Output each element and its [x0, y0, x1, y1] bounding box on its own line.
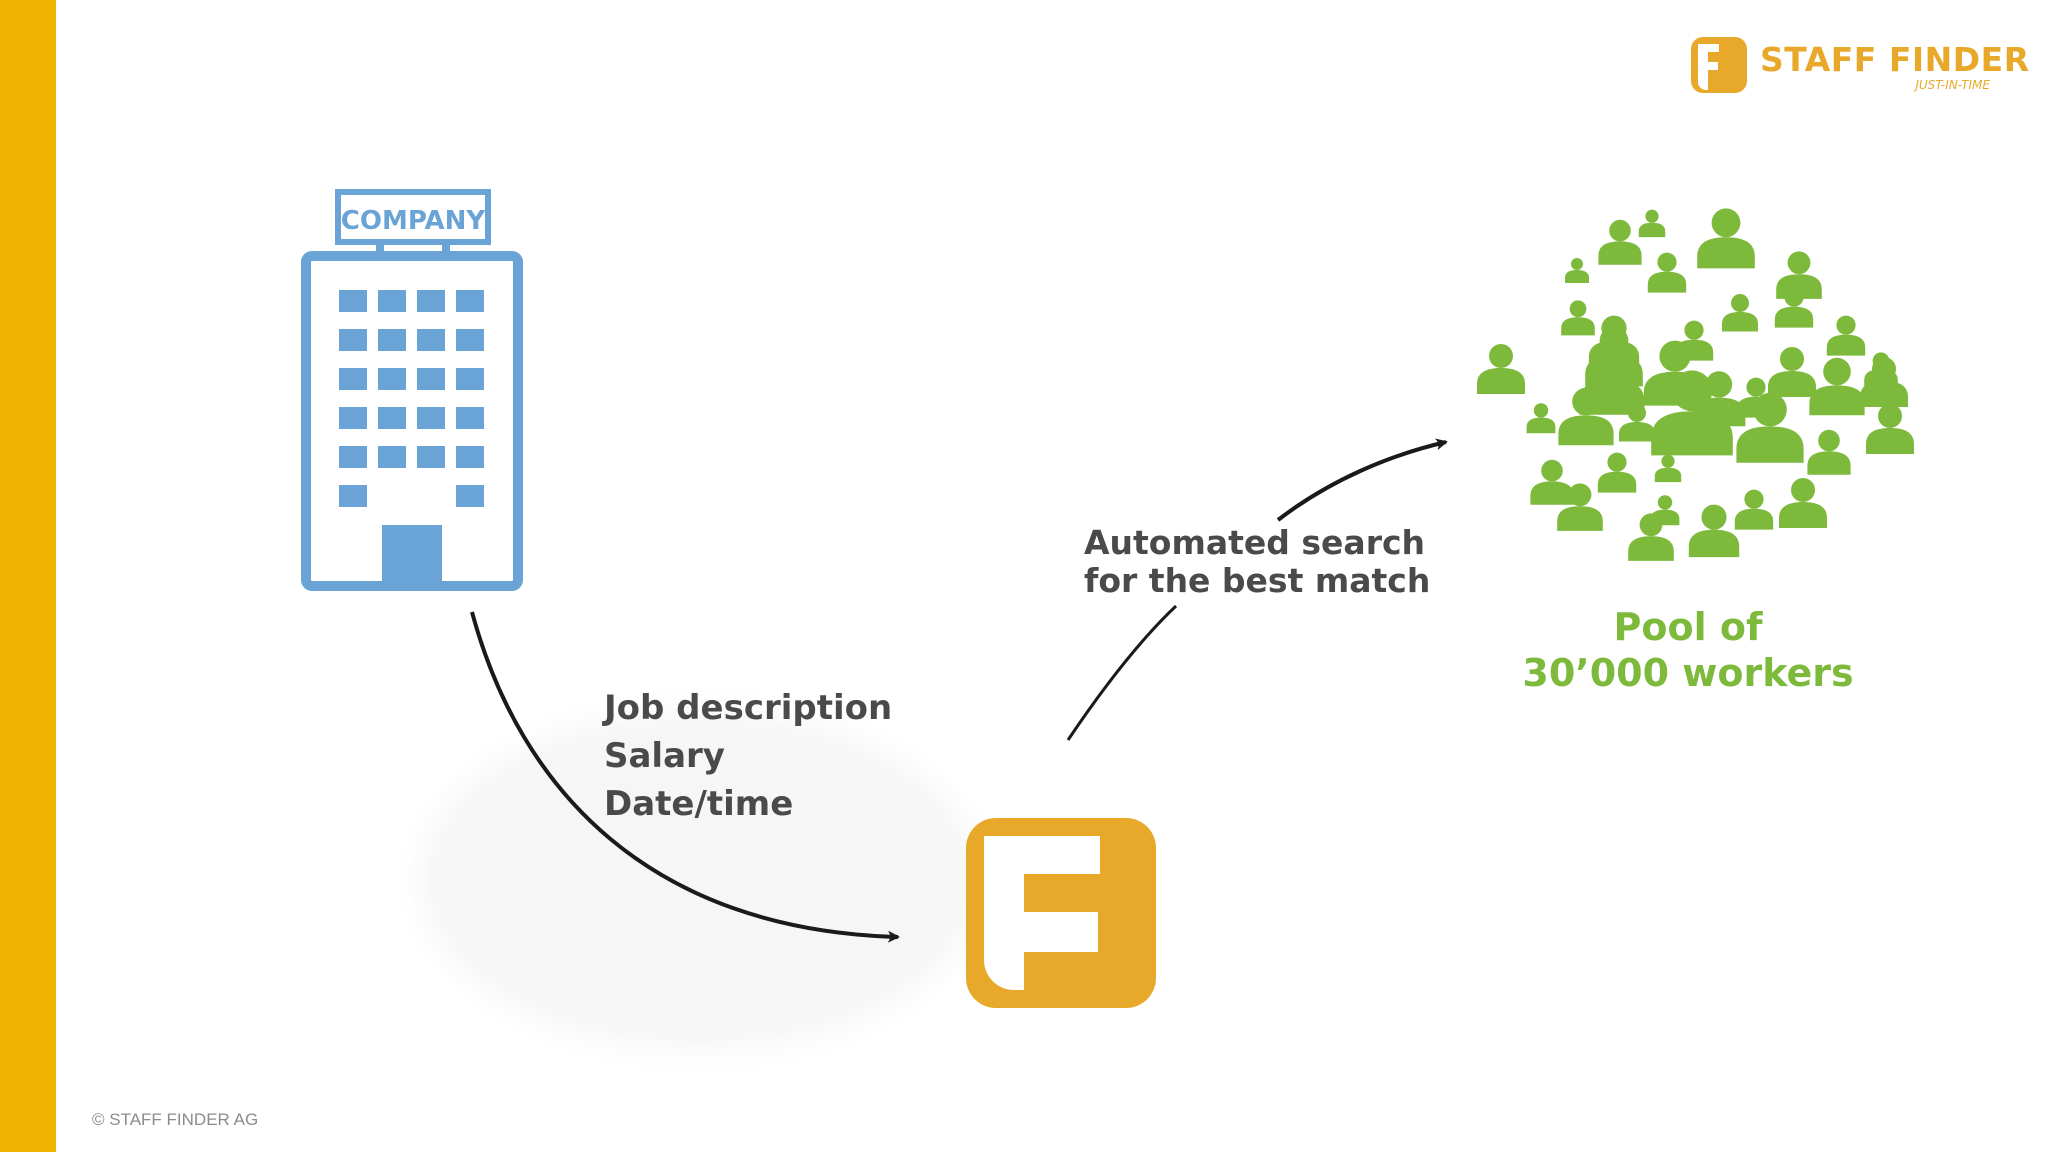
worker-icon — [1779, 478, 1827, 528]
worker-icon — [1768, 347, 1816, 397]
worker-crowd-icon — [1477, 208, 1914, 561]
worker-icon — [1557, 483, 1603, 531]
building-window — [417, 368, 445, 390]
worker-icon — [1807, 429, 1851, 475]
building-window — [456, 446, 484, 468]
flow-arrow-to-platform — [470, 611, 900, 943]
worker-icon — [1866, 404, 1914, 454]
worker-icon — [1688, 504, 1740, 558]
worker-icon — [1558, 387, 1614, 446]
building-window — [456, 329, 484, 351]
worker-icon — [1864, 352, 1898, 388]
building-window — [417, 407, 445, 429]
building-window — [339, 446, 367, 468]
worker-icon — [1638, 209, 1666, 238]
worker-icon — [1561, 300, 1595, 336]
building-window — [378, 290, 406, 312]
job-detail-salary: Salary — [604, 736, 725, 776]
worker-icon — [1651, 370, 1733, 456]
building-window — [417, 329, 445, 351]
worker-icon — [1565, 258, 1589, 283]
building-window — [339, 407, 367, 429]
building-window — [339, 485, 367, 507]
pool-label-line-2: 30’000 workers — [1522, 651, 1854, 695]
staff-finder-f-icon — [1691, 37, 1747, 93]
logo-tagline: JUST-IN-TIME — [1915, 78, 1990, 92]
office-building-icon: COMPANY — [301, 189, 523, 591]
pool-label-line-1: Pool of — [1613, 605, 1763, 649]
worker-icon — [1530, 459, 1574, 505]
building-window — [378, 407, 406, 429]
worker-icon — [1477, 344, 1525, 394]
pool-label: Pool of 30’000 workers — [1508, 604, 1868, 696]
worker-icon — [1809, 357, 1865, 416]
staff-finder-f-icon — [966, 818, 1156, 1008]
job-detail-datetime: Date/time — [604, 784, 794, 824]
worker-icon — [1734, 489, 1774, 530]
worker-icon — [1619, 404, 1655, 442]
worker-icon — [1697, 208, 1755, 269]
worker-icon — [1654, 454, 1682, 483]
building-window — [417, 290, 445, 312]
building-window — [456, 485, 484, 507]
worker-icon — [1597, 452, 1637, 493]
job-detail-description: Job description — [604, 688, 893, 728]
building-window — [378, 368, 406, 390]
worker-icon — [1526, 403, 1556, 434]
company-sign: COMPANY — [341, 206, 487, 236]
worker-icon — [1722, 294, 1758, 332]
building-window — [417, 446, 445, 468]
worker-icon — [1647, 252, 1687, 293]
job-details-list: Job description Salary Date/time — [604, 684, 892, 828]
worker-icon — [1774, 287, 1814, 328]
worker-icon — [1826, 315, 1866, 356]
building-window — [339, 290, 367, 312]
search-label-line-1: Automated search — [1084, 523, 1426, 562]
building-window — [456, 407, 484, 429]
accent-bar — [0, 0, 56, 1152]
building-window — [339, 368, 367, 390]
building-window — [378, 329, 406, 351]
staff-finder-logo: STAFF FINDER JUST-IN-TIME — [1688, 34, 2029, 98]
flow-arrow-to-pool — [1276, 438, 1448, 522]
background-glow — [420, 710, 980, 1050]
building-window — [339, 329, 367, 351]
search-label-line-2: for the best match — [1084, 561, 1431, 600]
flow-arrow-from-platform — [1066, 604, 1178, 741]
copyright-notice: © STAFF FINDER AG — [92, 1110, 259, 1129]
building-window — [456, 290, 484, 312]
building-window — [378, 446, 406, 468]
worker-icon — [1628, 513, 1674, 561]
worker-icon — [1598, 219, 1642, 265]
worker-icon — [1736, 392, 1804, 463]
building-window — [456, 368, 484, 390]
logo-wordmark: STAFF FINDER — [1760, 40, 2030, 79]
search-label: Automated search for the best match — [1084, 524, 1430, 600]
